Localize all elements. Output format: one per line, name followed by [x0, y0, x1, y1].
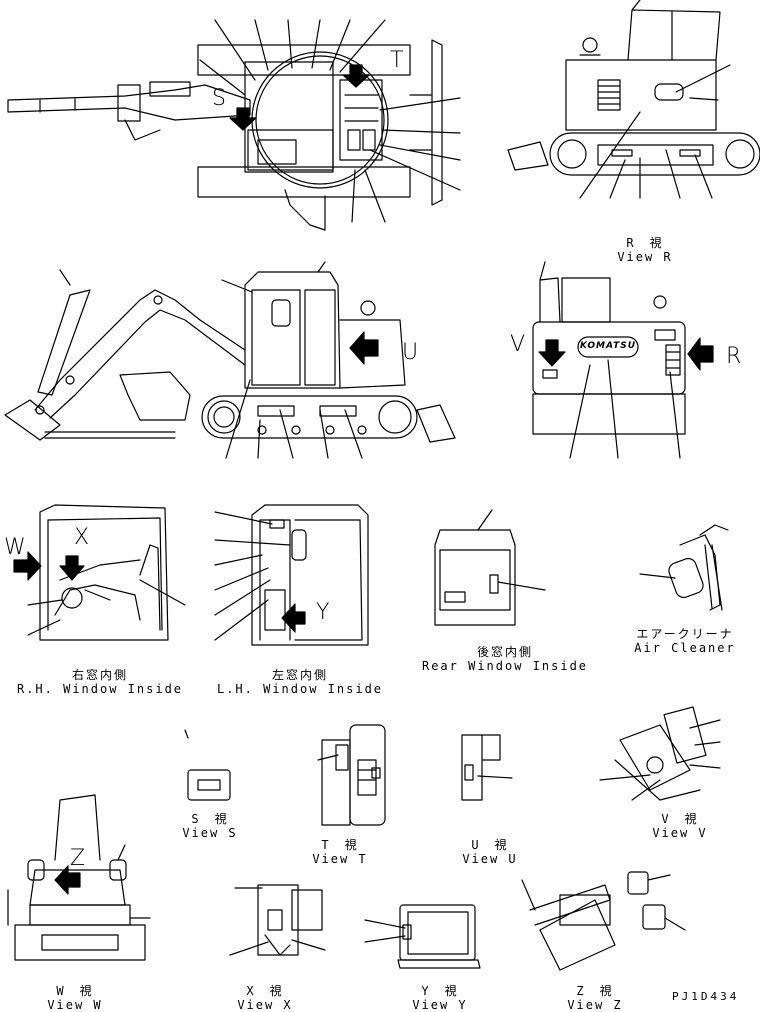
- rear-window-drawing: [434, 509, 546, 626]
- rh-window-drawing: [13, 504, 186, 641]
- rear-view: [532, 261, 714, 459]
- caption-view-r-en: View R: [617, 250, 673, 264]
- caption-rh-window-ja: 右窓内側: [71, 668, 128, 682]
- view-s-drawing: [184, 729, 231, 801]
- caption-air-cleaner-en: Air Cleaner: [634, 641, 736, 655]
- caption-lh-window-en: L.H. Window Inside: [216, 682, 384, 696]
- caption-view-u: U 視 View U: [450, 838, 530, 866]
- view-t-drawing: [317, 724, 386, 826]
- caption-view-z-en: View Z: [567, 998, 623, 1012]
- top-plan-view: [7, 19, 461, 231]
- caption-view-r-ja: R 視: [626, 236, 664, 250]
- view-z-drawing: [521, 871, 686, 971]
- caption-view-x-ja: X 視: [246, 984, 284, 998]
- caption-view-s-ja: S 視: [191, 812, 229, 826]
- caption-rear-window-en: Rear Window Inside: [421, 659, 589, 673]
- caption-view-v-en: View V: [652, 826, 708, 840]
- view-letter-w: W: [4, 535, 26, 560]
- caption-air-cleaner: エアークリーナ Air Cleaner: [620, 627, 750, 655]
- caption-view-z: Z 視 View Z: [555, 984, 635, 1012]
- caption-view-w-ja: W 視: [56, 984, 94, 998]
- view-letter-s: S: [212, 86, 226, 111]
- view-r-drawing: [507, 0, 760, 199]
- view-letter-y: Y: [316, 600, 330, 625]
- caption-view-w: W 視 View W: [35, 984, 115, 1012]
- caption-air-cleaner-ja: エアークリーナ: [636, 627, 734, 641]
- caption-rear-window: 後窓内側 Rear Window Inside: [415, 645, 595, 673]
- lh-window-drawing: [214, 504, 369, 646]
- view-letter-r: R: [726, 344, 742, 369]
- view-x-drawing: [229, 884, 326, 956]
- caption-view-t-ja: T 視: [321, 838, 359, 852]
- view-y-drawing: [364, 904, 481, 969]
- view-letter-z: Z: [70, 846, 86, 871]
- caption-view-t-en: View T: [312, 852, 368, 866]
- caption-lh-window: 左窓内側 L.H. Window Inside: [210, 668, 390, 696]
- drawing-code: PJ1D434: [672, 990, 740, 1003]
- komatsu-logo: KOMATSU: [580, 341, 637, 351]
- view-v-drawing: [599, 706, 721, 801]
- view-letter-t: T: [390, 48, 404, 73]
- caption-view-y: Y 視 View Y: [400, 984, 480, 1012]
- caption-rh-window-en: R.H. Window Inside: [16, 682, 184, 696]
- caption-view-u-ja: U 視: [471, 838, 509, 852]
- caption-view-v-ja: V 視: [661, 812, 699, 826]
- caption-view-s-en: View S: [182, 826, 238, 840]
- caption-view-w-en: View W: [47, 998, 103, 1012]
- caption-view-y-en: View Y: [412, 998, 468, 1012]
- caption-rear-window-ja: 後窓内側: [476, 645, 533, 659]
- caption-view-z-ja: Z 視: [576, 984, 614, 998]
- caption-view-y-ja: Y 視: [421, 984, 459, 998]
- view-letter-v: V: [510, 332, 526, 357]
- caption-view-t: T 視 View T: [300, 838, 380, 866]
- caption-rh-window: 右窓内側 R.H. Window Inside: [10, 668, 190, 696]
- left-side-view: [4, 261, 456, 459]
- caption-view-v: V 視 View V: [640, 812, 720, 840]
- view-letter-u: U: [402, 340, 419, 365]
- caption-view-r: R 視 View R: [610, 236, 680, 264]
- caption-view-x: X 視 View X: [225, 984, 305, 1012]
- air-cleaner-drawing: [639, 524, 729, 611]
- view-letter-x: X: [74, 525, 90, 550]
- caption-view-x-en: View X: [237, 998, 293, 1012]
- view-u-drawing: [461, 734, 513, 801]
- view-w-drawing: [7, 794, 151, 961]
- caption-lh-window-ja: 左窓内側: [271, 668, 328, 682]
- caption-view-u-en: View U: [462, 852, 518, 866]
- caption-view-s: S 視 View S: [170, 812, 250, 840]
